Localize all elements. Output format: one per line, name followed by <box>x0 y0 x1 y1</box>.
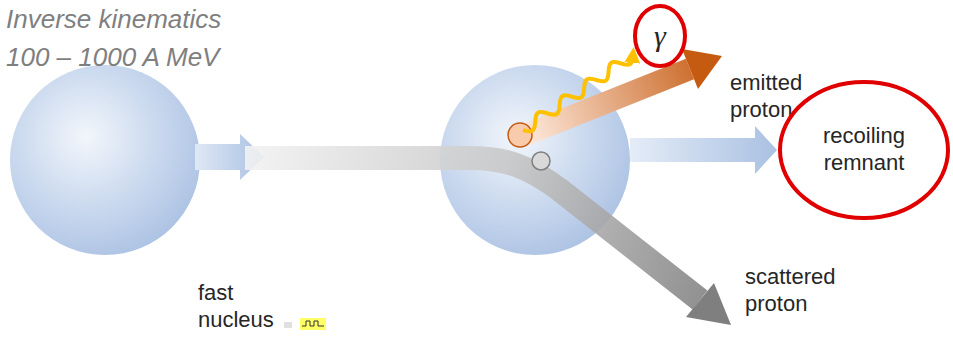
red-ring <box>635 6 685 66</box>
energy-range: 100 – 1000 A MeV <box>6 42 219 74</box>
emitted-nucleon <box>508 123 532 147</box>
red-ring <box>780 82 948 218</box>
remnant-arrow <box>630 126 777 174</box>
target-nucleon <box>532 152 550 170</box>
small-icon <box>284 322 292 328</box>
small-icon-wave <box>302 321 324 326</box>
subtitle-text: Inverse kinematics <box>6 4 221 36</box>
gamma-wave <box>523 55 633 131</box>
gamma-circle: γ <box>633 4 687 68</box>
particle-label: scattered proton <box>745 264 860 318</box>
particle-label: fast nucleus <box>198 280 298 334</box>
node-text-holder: γ <box>654 18 666 55</box>
remnant-ellipse: recoiling remnant <box>778 80 950 220</box>
projectile-sphere <box>10 65 200 255</box>
node-text: recoiling remnant <box>809 123 919 177</box>
node-text: γ <box>654 18 666 55</box>
particle-label: emitted proton <box>730 70 840 124</box>
node-text-holder: recoiling remnant <box>809 123 919 177</box>
scattered-proton-head <box>686 283 731 325</box>
small-icon <box>300 318 326 330</box>
emitted-proton-head <box>682 49 722 89</box>
scattered-proton-arrow <box>245 158 700 300</box>
